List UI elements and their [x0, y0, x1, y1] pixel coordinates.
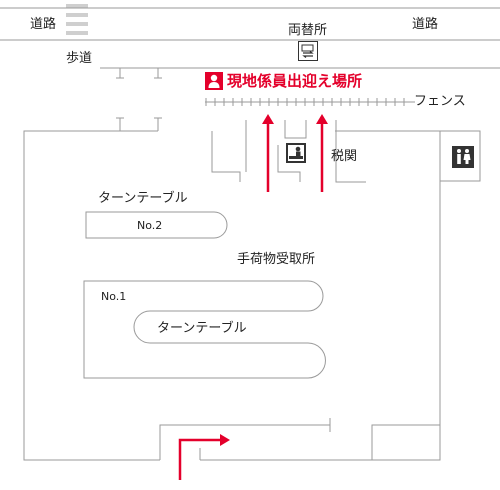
customs-label: 税関 — [331, 149, 358, 164]
road-label-left: 道路 — [30, 17, 57, 32]
entrance-wall — [159, 424, 330, 460]
customs-gate-left — [211, 131, 241, 182]
restroom-box — [439, 130, 481, 182]
currency-exchange-icon — [298, 41, 318, 65]
arrow-entrance — [178, 438, 220, 480]
turntable-no1-label: No.1 — [101, 290, 127, 303]
turntable-no2-label: No.2 — [137, 219, 163, 232]
restroom-icon — [452, 146, 474, 172]
meeting-point-label: 現地係員出迎え場所 — [227, 72, 363, 90]
corner-room — [371, 424, 440, 460]
exchange-label: 両替所 — [288, 23, 328, 38]
terminal-wall-right — [200, 130, 441, 461]
turntable-label-upper: ターンテーブル — [98, 191, 188, 206]
baggage-claim-label: 手荷物受取所 — [237, 252, 316, 267]
customs-booth — [284, 120, 307, 139]
meeting-point: 現地係員出迎え場所 — [205, 70, 362, 91]
person-icon — [205, 71, 223, 90]
turntable-label-lower: ターンテーブル — [157, 321, 247, 336]
terminal-wall-left — [23, 130, 160, 461]
turntable-no1 — [83, 280, 326, 379]
sidewalk-label: 歩道 — [66, 51, 93, 66]
fence-ticks — [205, 98, 405, 106]
road-label-right: 道路 — [412, 17, 439, 32]
turntable-no2 — [85, 211, 228, 239]
crosswalk — [66, 4, 88, 35]
customs-officer-icon — [286, 143, 306, 167]
fence-label: フェンス — [414, 94, 466, 109]
